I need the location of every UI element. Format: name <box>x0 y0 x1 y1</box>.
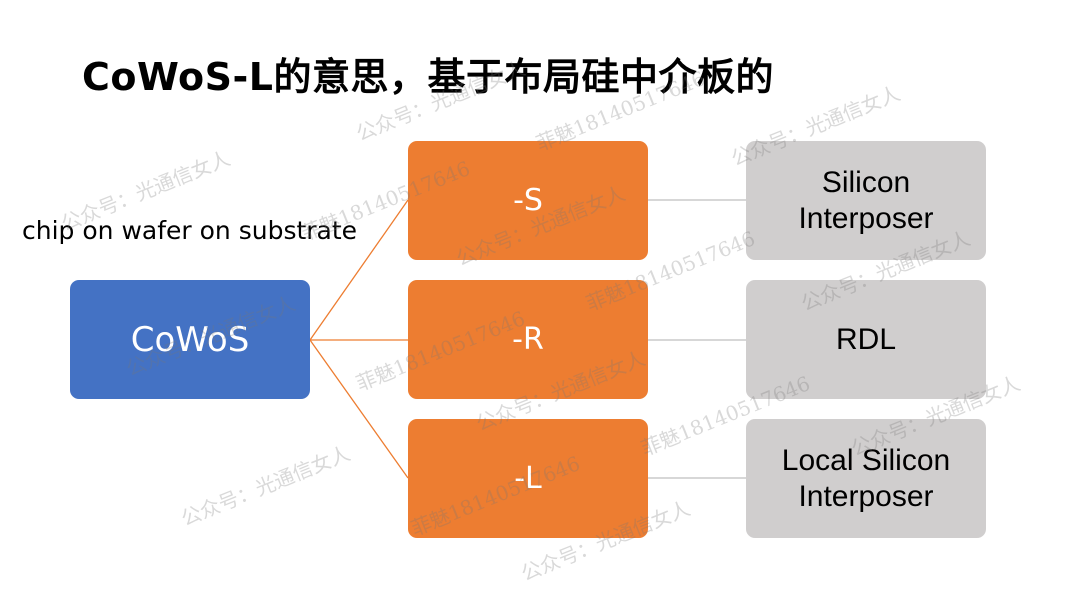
branch-node-s: -S <box>408 141 648 260</box>
branch-node-l: -L <box>408 419 648 538</box>
branch-node-r: -R <box>408 280 648 399</box>
leaf-node-rdl: RDL <box>746 280 986 399</box>
leaf-node-local-silicon-interposer: Local Silicon Interposer <box>746 419 986 538</box>
connector-root-l <box>309 339 409 479</box>
root-node-cowos: CoWoS <box>70 280 310 399</box>
subtitle: chip on wafer on substrate <box>22 216 358 245</box>
page-title: CoWoS-L的意思，基于布局硅中介板的 <box>82 55 775 99</box>
connector-root-s <box>309 199 409 341</box>
leaf-node-silicon-interposer: Silicon Interposer <box>746 141 986 260</box>
